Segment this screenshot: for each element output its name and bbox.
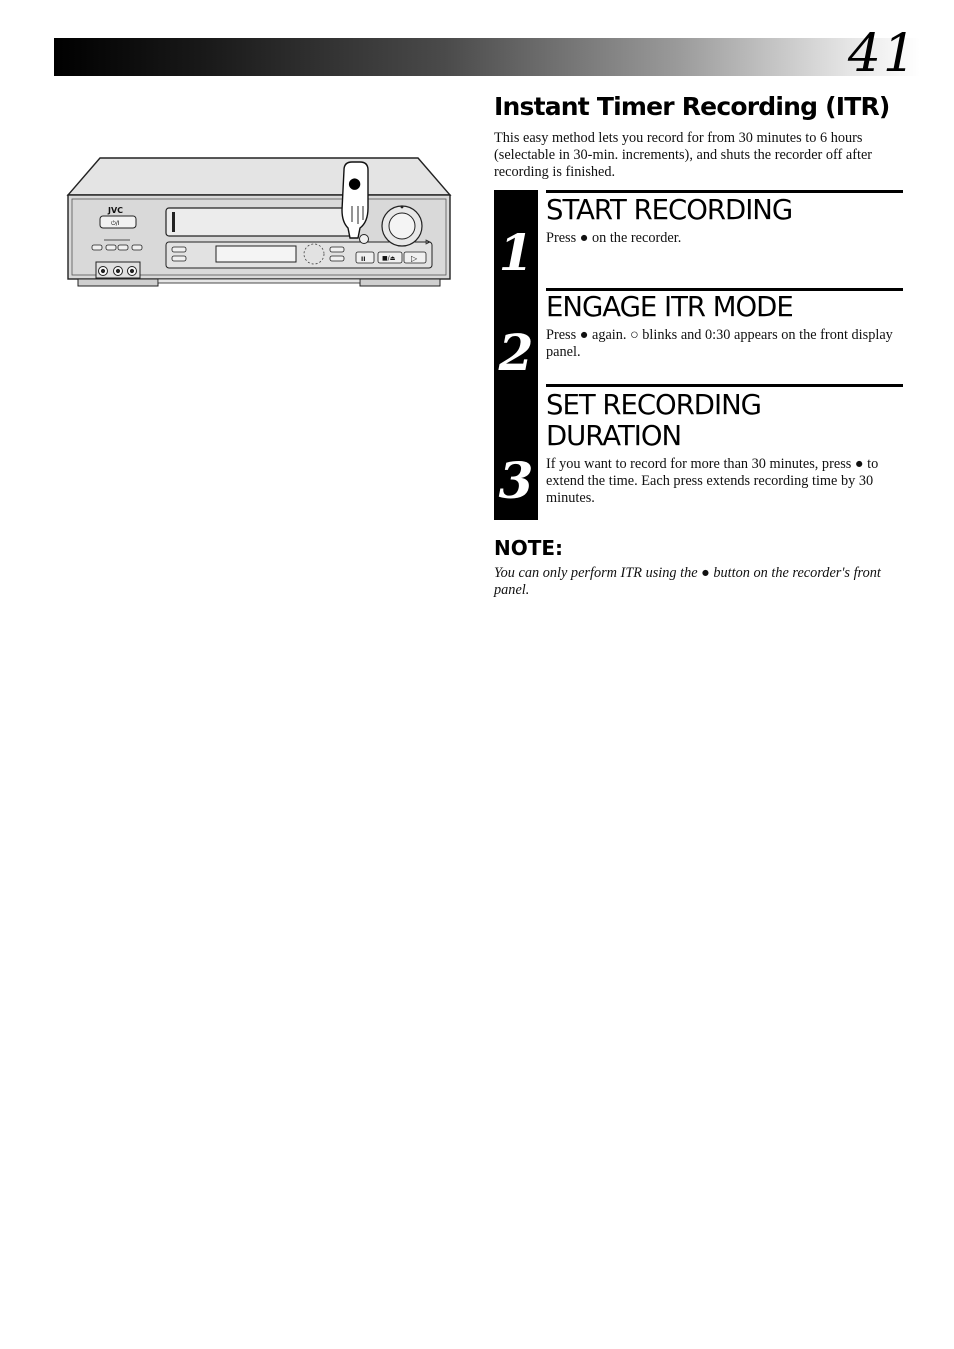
- play-button: [403, 251, 427, 264]
- section-intro: This easy method lets you record for fro…: [494, 130, 873, 180]
- section-title: Instant Timer Recording (ITR): [494, 92, 890, 121]
- step-3-rule: [546, 384, 903, 387]
- step-2-bar: [494, 286, 538, 386]
- play-symbol: ▷: [411, 254, 418, 263]
- step-2-text: Press ● again. ○ blinks and 0:30 appears…: [546, 327, 893, 360]
- note-title: NOTE:: [494, 536, 564, 560]
- cassette-slot: [165, 207, 355, 237]
- stop-eject-symbol: ■/⏏: [382, 255, 396, 262]
- step-2-heading: ENGAGE ITR MODE: [546, 291, 794, 323]
- step-2-number: 2: [498, 323, 534, 382]
- step-3-number: 3: [498, 451, 534, 510]
- step-1-bar: [494, 190, 538, 286]
- step-1-text: Press ● on the recorder.: [546, 230, 682, 246]
- av-jacks: [98, 266, 137, 276]
- record-button: [359, 234, 369, 244]
- step-1-number: 1: [498, 223, 534, 282]
- page-number: 41: [847, 24, 918, 84]
- step-1-heading: START RECORDING: [546, 194, 793, 226]
- pause-symbol: II: [361, 256, 365, 263]
- step-3-text: If you want to record for more than 30 m…: [546, 456, 879, 506]
- step-3-heading-line-2: DURATION: [546, 420, 682, 452]
- stop-eject-button: [377, 251, 403, 264]
- header-gradient-bar: [54, 38, 920, 76]
- step-2-rule: [546, 288, 903, 291]
- step-1-rule: [546, 190, 903, 193]
- brand-logo: JVC: [107, 206, 123, 215]
- power-button: [99, 215, 137, 229]
- pointing-finger-icon: [341, 161, 369, 239]
- left-small-buttons: [91, 244, 143, 251]
- step-3-heading-line-1: SET RECORDING: [546, 389, 762, 421]
- pause-button: [355, 251, 375, 264]
- front-display-panel: [215, 245, 297, 263]
- step-3-bar: [494, 386, 538, 520]
- note-text: You can only perform ITR using the ● but…: [494, 565, 881, 598]
- power-label: ⏻/I: [111, 220, 120, 227]
- finger-record-symbol: ●: [348, 174, 361, 192]
- vcr-illustration: JVC ⏻/I II ■/⏏ ▷ ●: [66, 157, 452, 287]
